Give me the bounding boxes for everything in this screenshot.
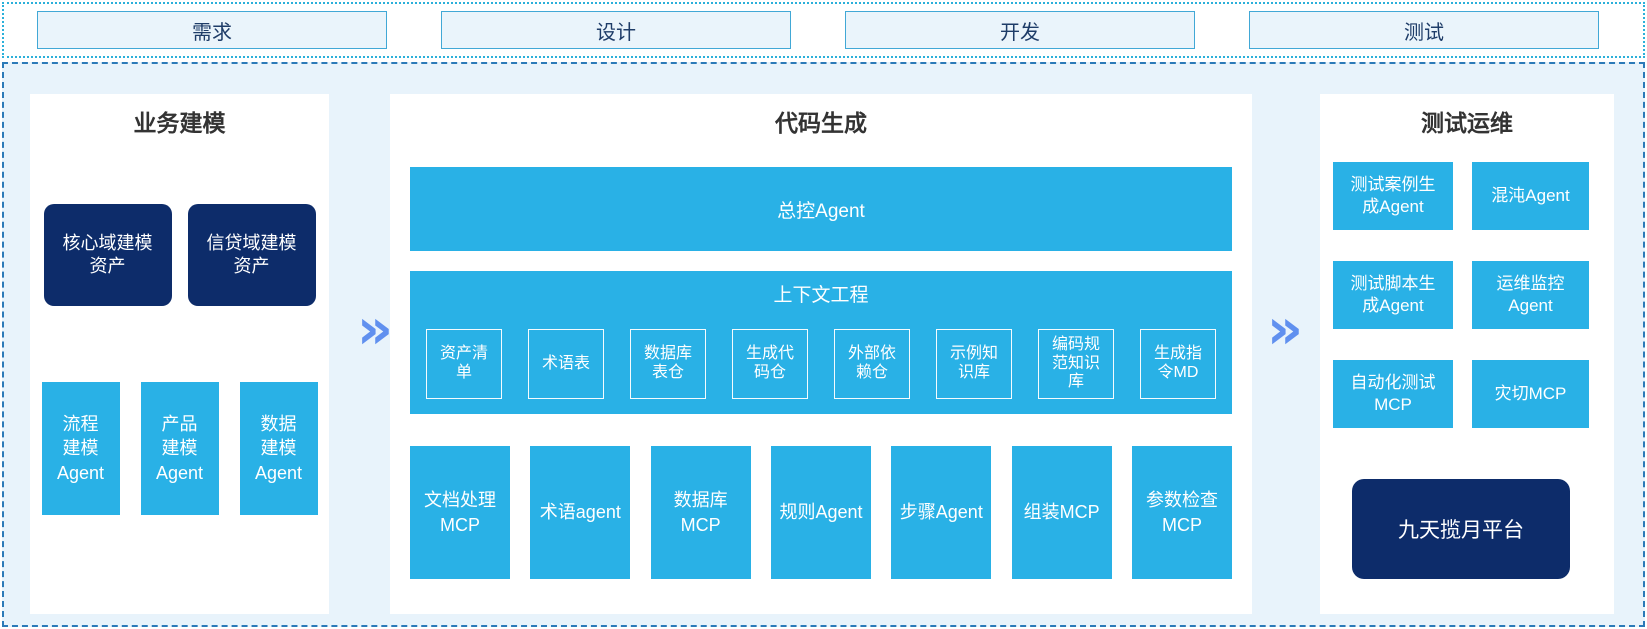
terminology-agent-box: 术语agent bbox=[530, 446, 631, 579]
assembly-mcp-box: 组装MCP bbox=[1011, 446, 1112, 579]
business-modeling-panel: 业务建模 核心域建模 资产 信贷域建模 资产 流程 建模 Agent 产品 建模… bbox=[30, 94, 329, 614]
chaos-agent-box: 混沌Agent bbox=[1472, 162, 1589, 230]
credit-domain-asset-box: 信贷域建模 资产 bbox=[187, 204, 316, 306]
flow-arrow-icon: » bbox=[356, 297, 394, 362]
test-script-generation-agent-box: 测试脚本生 成Agent bbox=[1333, 261, 1453, 329]
business-asset-row: 核心域建模 资产 信贷域建模 资产 bbox=[30, 204, 329, 306]
flow-arrow-icon: » bbox=[1266, 297, 1304, 362]
business-agent-row: 流程 建模 Agent 产品 建模 Agent 数据 建模 Agent bbox=[30, 382, 329, 515]
business-panel-title: 业务建模 bbox=[133, 110, 226, 136]
doc-processing-mcp-box: 文档处理 MCP bbox=[410, 446, 510, 579]
parameter-check-mcp-box: 参数检查 MCP bbox=[1131, 446, 1232, 579]
jiutian-lanyue-platform-box: 九天揽月平台 bbox=[1352, 479, 1570, 579]
context-engineering-title: 上下文工程 bbox=[773, 285, 869, 306]
main-container: 业务建模 核心域建模 资产 信贷域建模 资产 流程 建模 Agent 产品 建模… bbox=[2, 62, 1645, 627]
test-case-generation-agent-box: 测试案例生 成Agent bbox=[1333, 162, 1453, 230]
rule-agent-box: 规则Agent bbox=[770, 446, 871, 579]
ops-monitoring-agent-box: 运维监控 Agent bbox=[1472, 261, 1589, 329]
phase-box-testing: 测试 bbox=[1249, 11, 1599, 49]
code-generation-panel: 代码生成 总控Agent 上下文工程 资产清 单 术语表 数据库 表仓 生成代 … bbox=[390, 94, 1252, 614]
testops-grid: 测试案例生 成Agent 混沌Agent 测试脚本生 成Agent 运维监控 A… bbox=[1333, 162, 1589, 428]
phase-strip: 需求 设计 开发 测试 bbox=[2, 2, 1645, 58]
context-engineering-panel: 上下文工程 资产清 单 术语表 数据库 表仓 生成代 码仓 外部依 赖仓 示例知… bbox=[410, 271, 1232, 414]
disaster-switch-mcp-box: 灾切MCP bbox=[1472, 360, 1589, 428]
process-modeling-agent-box: 流程 建模 Agent bbox=[41, 382, 120, 515]
automated-testing-mcp-box: 自动化测试 MCP bbox=[1333, 360, 1453, 428]
db-table-repo-box: 数据库 表仓 bbox=[630, 329, 706, 399]
asset-list-box: 资产清 单 bbox=[426, 329, 502, 399]
coding-standard-kb-box: 编码规 范知识 库 bbox=[1038, 329, 1114, 399]
generation-instruction-md-box: 生成指 令MD bbox=[1140, 329, 1216, 399]
test-operations-panel: 测试运维 测试案例生 成Agent 混沌Agent 测试脚本生 成Agent 运… bbox=[1320, 94, 1614, 614]
glossary-box: 术语表 bbox=[528, 329, 604, 399]
generated-code-repo-box: 生成代 码仓 bbox=[732, 329, 808, 399]
external-dependency-repo-box: 外部依 赖仓 bbox=[834, 329, 910, 399]
phase-box-requirements: 需求 bbox=[37, 11, 387, 49]
phase-box-design: 设计 bbox=[441, 11, 791, 49]
codegen-panel-title: 代码生成 bbox=[775, 110, 867, 136]
phase-box-development: 开发 bbox=[845, 11, 1195, 49]
database-mcp-box: 数据库 MCP bbox=[650, 446, 751, 579]
step-agent-box: 步骤Agent bbox=[891, 446, 992, 579]
master-agent-bar: 总控Agent bbox=[410, 167, 1232, 251]
data-modeling-agent-box: 数据 建模 Agent bbox=[239, 382, 318, 515]
mcp-agent-row: 文档处理 MCP 术语agent 数据库 MCP 规则Agent 步骤Agent… bbox=[410, 446, 1232, 579]
example-knowledge-base-box: 示例知 识库 bbox=[936, 329, 1012, 399]
product-modeling-agent-box: 产品 建模 Agent bbox=[140, 382, 219, 515]
core-domain-asset-box: 核心域建模 资产 bbox=[43, 204, 172, 306]
testops-panel-title: 测试运维 bbox=[1421, 110, 1513, 136]
context-items-row: 资产清 单 术语表 数据库 表仓 生成代 码仓 外部依 赖仓 示例知 识库 编码… bbox=[426, 329, 1216, 399]
